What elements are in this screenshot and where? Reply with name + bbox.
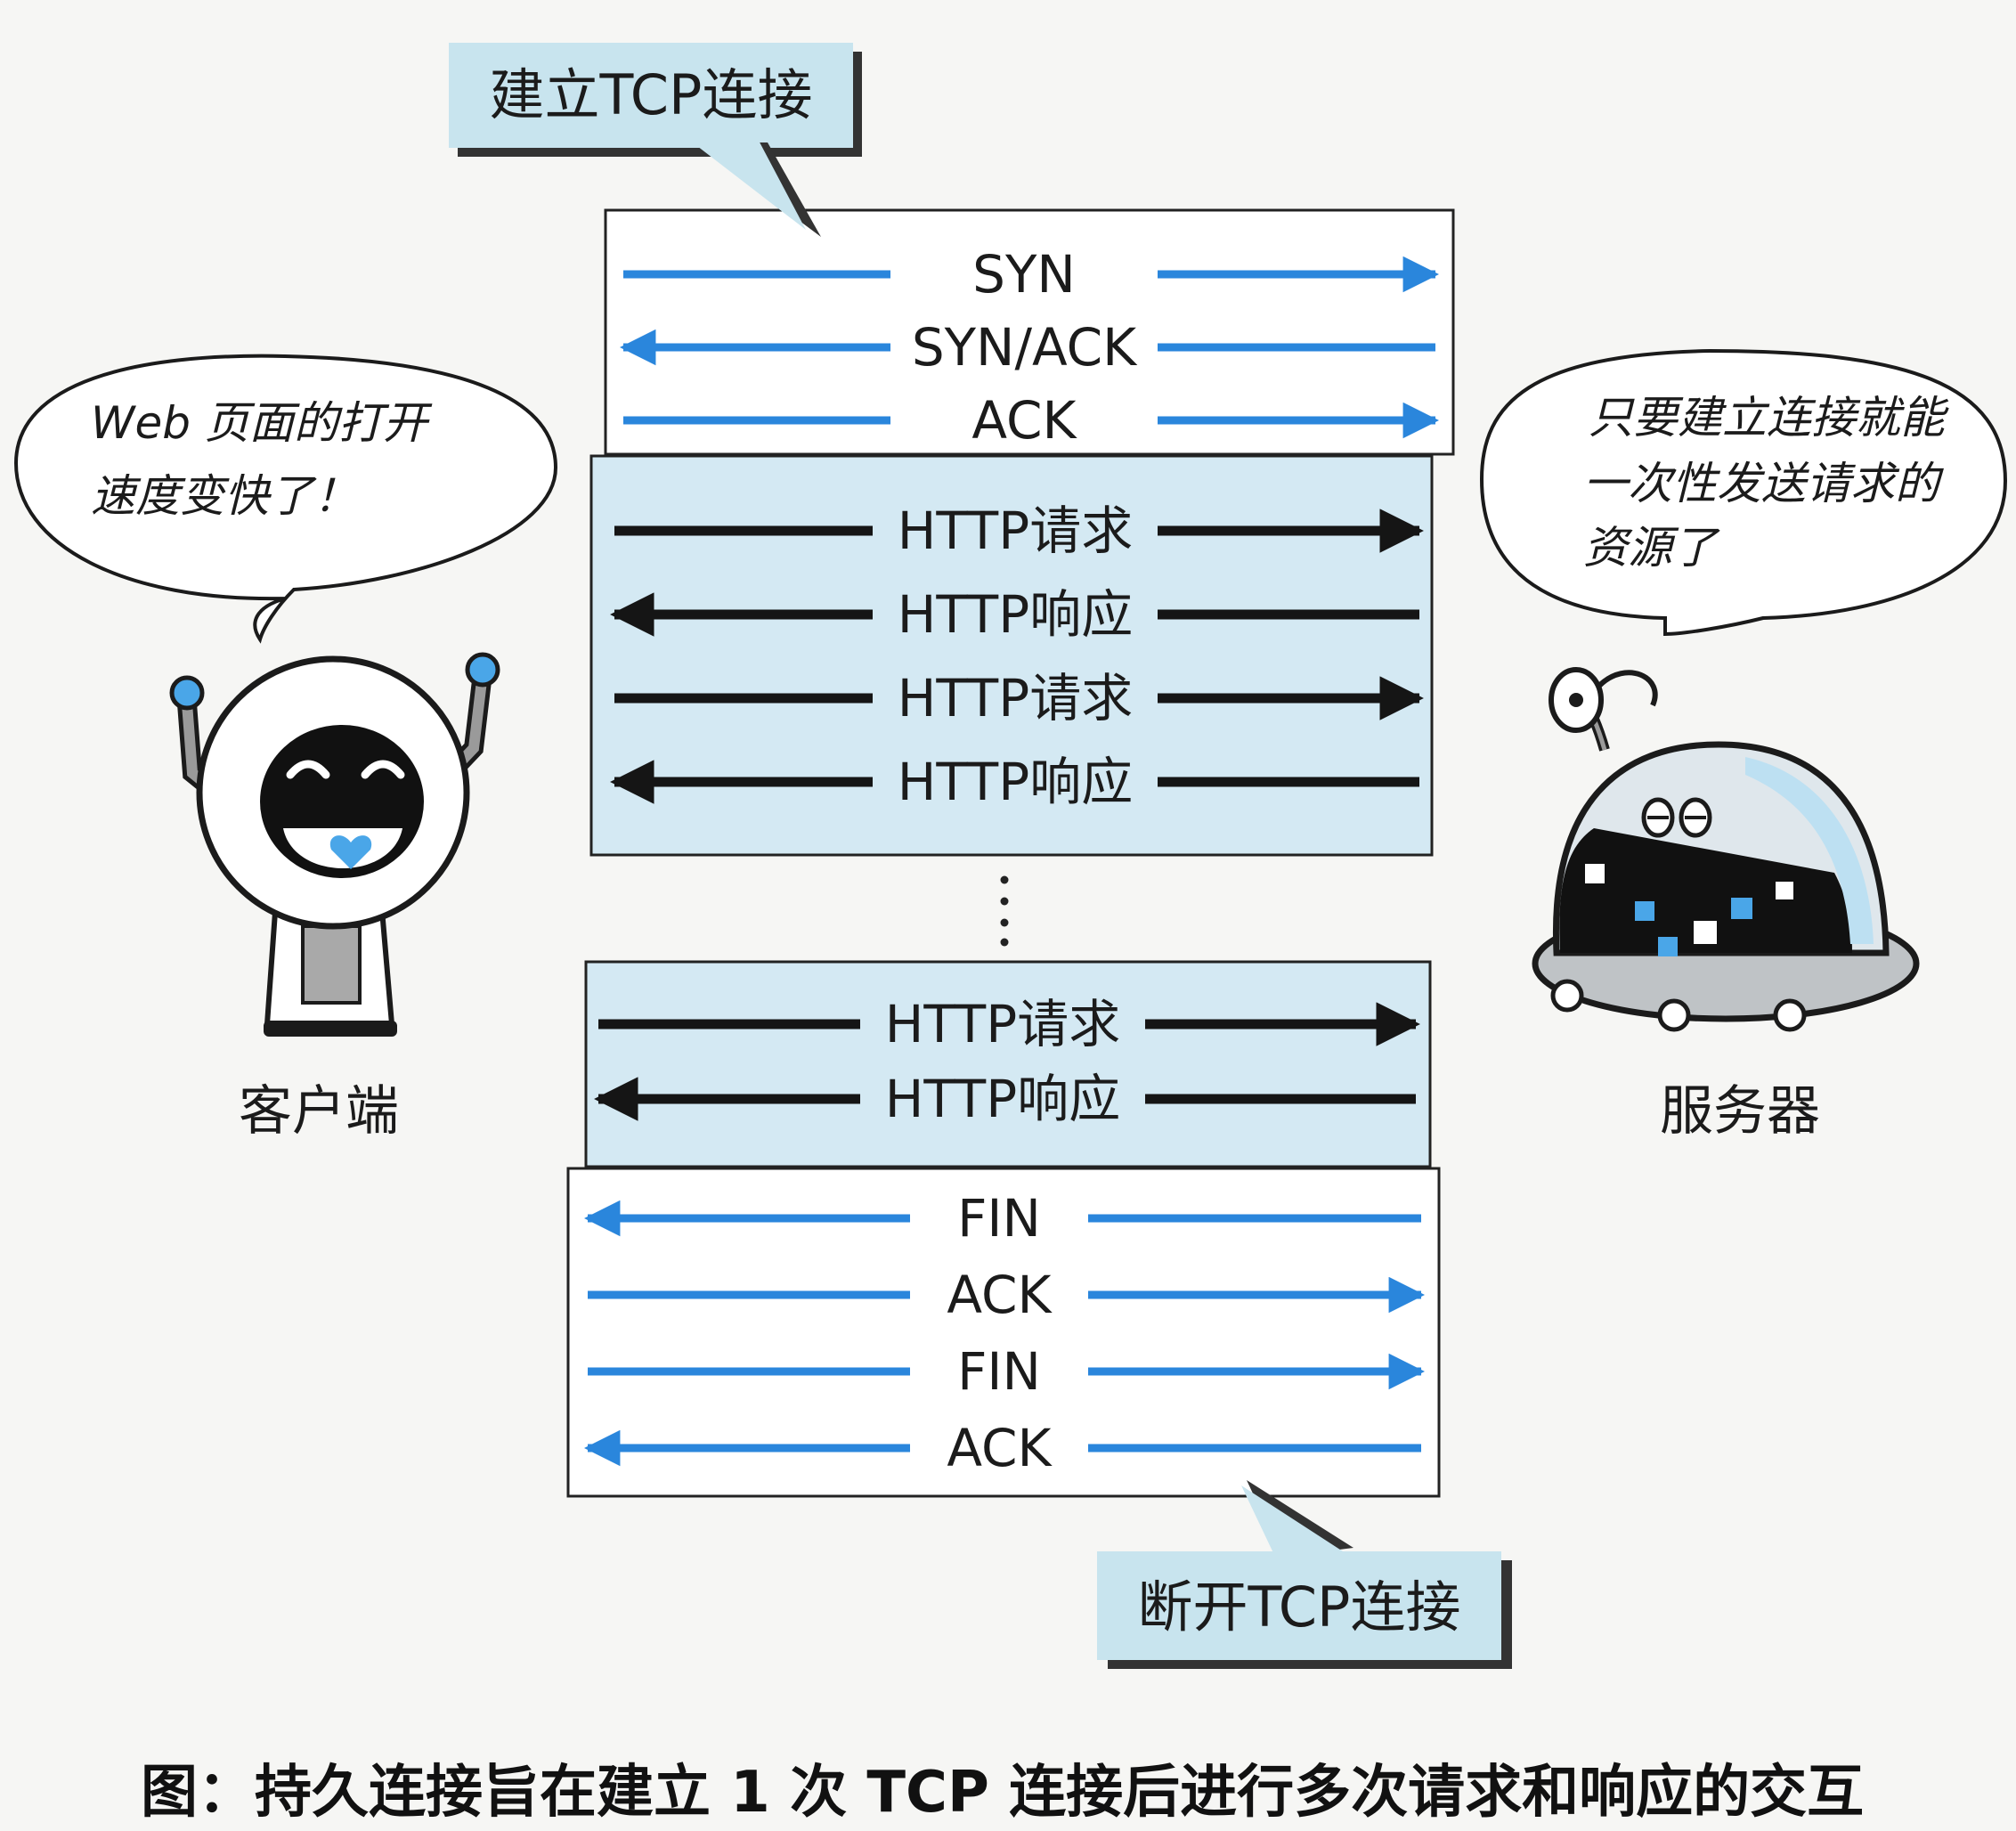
http-panel-2 bbox=[584, 960, 1432, 1168]
message-row: ACK bbox=[583, 1418, 1421, 1478]
handshake-panel bbox=[604, 208, 1455, 456]
client-robot-illustration bbox=[169, 652, 500, 1037]
client-label: 客户端 bbox=[239, 1080, 399, 1143]
teardown-messages: FIN ACK FIN ACK bbox=[583, 1188, 1426, 1478]
handshake-messages: SYN SYN/ACK ACK bbox=[619, 244, 1440, 451]
message-label: HTTP响应 bbox=[885, 1069, 1120, 1129]
message-label: HTTP请求 bbox=[898, 668, 1133, 728]
message-row: HTTP请求 bbox=[598, 994, 1420, 1054]
client-speech-bubble: Web 页面的打开 速度变快了！ bbox=[13, 354, 558, 644]
client-speech-line-1: Web 页面的打开 bbox=[91, 397, 433, 449]
message-label: HTTP请求 bbox=[898, 500, 1133, 561]
http-messages-2: HTTP请求 HTTP响应 bbox=[594, 994, 1420, 1129]
server-speech-bubble: 只要建立连接就能 一次性发送请求的 资源了 bbox=[1479, 348, 2008, 637]
server-robot-illustration bbox=[1532, 667, 1920, 1032]
teardown-panel bbox=[566, 1167, 1441, 1498]
message-label: HTTP响应 bbox=[898, 584, 1133, 645]
message-row: FIN bbox=[588, 1341, 1426, 1402]
message-label: HTTP响应 bbox=[898, 752, 1133, 812]
http-messages-1: HTTP请求 HTTP响应 HTTP请求 HTTP响应 bbox=[610, 500, 1424, 812]
message-label: SYN/ACK bbox=[912, 317, 1138, 378]
message-label: SYN bbox=[972, 244, 1076, 305]
message-label: ACK bbox=[971, 390, 1077, 451]
close-callout: 断开TCP连接 bbox=[1097, 1480, 1512, 1669]
message-row: FIN bbox=[583, 1188, 1421, 1249]
open-callout: 建立TCP连接 bbox=[449, 43, 862, 237]
message-row: HTTP响应 bbox=[610, 584, 1419, 645]
ellipsis-dots bbox=[1000, 875, 1009, 947]
client-speech-line-2: 速度变快了！ bbox=[91, 470, 358, 522]
server-speech-line-2: 一次性发送请求的 bbox=[1583, 458, 1944, 509]
open-callout-label: 建立TCP连接 bbox=[490, 62, 813, 127]
message-label: ACK bbox=[947, 1265, 1053, 1325]
figure-caption: 图：持久连接旨在建立 1 次 TCP 连接后进行多次请求和响应的交互 bbox=[141, 1760, 1864, 1826]
close-callout-label: 断开TCP连接 bbox=[1138, 1575, 1461, 1640]
server-label: 服务器 bbox=[1660, 1080, 1820, 1143]
message-row: HTTP请求 bbox=[614, 500, 1424, 561]
http-panel-1 bbox=[589, 454, 1434, 857]
message-row: SYN/ACK bbox=[619, 317, 1435, 378]
message-row: SYN bbox=[623, 244, 1440, 305]
server-speech-line-1: 只要建立连接就能 bbox=[1589, 392, 1949, 444]
message-label: HTTP请求 bbox=[885, 994, 1120, 1054]
message-label: ACK bbox=[947, 1418, 1053, 1478]
message-row: HTTP响应 bbox=[610, 752, 1419, 812]
message-label: FIN bbox=[957, 1341, 1041, 1402]
message-row: ACK bbox=[588, 1265, 1426, 1325]
message-row: ACK bbox=[623, 390, 1440, 451]
server-speech-line-3: 资源了 bbox=[1583, 522, 1720, 574]
message-row: HTTP响应 bbox=[594, 1069, 1416, 1129]
message-label: FIN bbox=[957, 1188, 1041, 1249]
message-row: HTTP请求 bbox=[614, 668, 1424, 728]
